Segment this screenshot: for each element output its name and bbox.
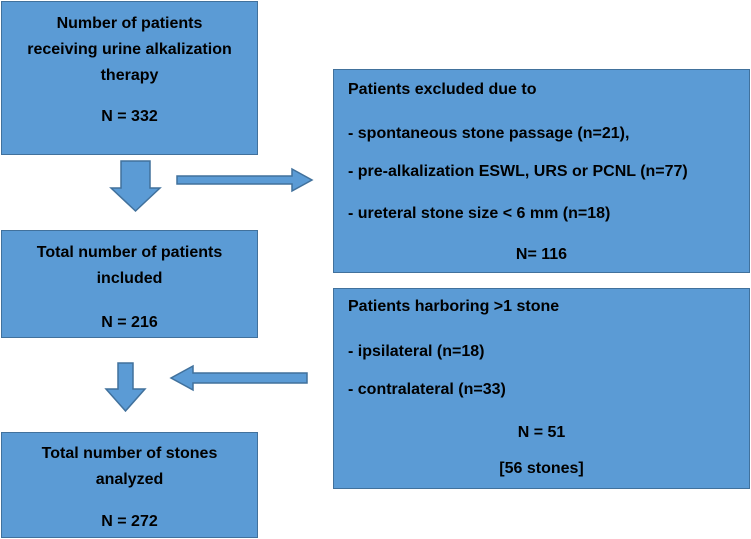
box-note: [56 stones]	[499, 460, 584, 477]
box-count: N = 272	[101, 513, 158, 530]
box-count: N = 216	[101, 314, 158, 331]
box-line: Total number of stones	[41, 445, 218, 462]
left-arrow-icon	[169, 364, 308, 392]
exclusion-item: - pre-alkalization ESWL, URS or PCNL (n=…	[348, 163, 688, 180]
box-patients-excluded: Patients excluded due to - spontaneous s…	[333, 69, 750, 273]
box-line: receiving urine alkalization	[27, 41, 232, 58]
down-arrow-icon	[104, 362, 147, 413]
exclusion-item: - ureteral stone size < 6 mm (n=18)	[348, 205, 611, 222]
down-arrow-icon	[109, 160, 162, 213]
box-title: Patients harboring >1 stone	[348, 298, 560, 315]
box-count: N = 332	[101, 108, 158, 125]
stone-item: - contralateral (n=33)	[348, 381, 506, 398]
box-count: N = 51	[517, 424, 566, 441]
box-line: analyzed	[95, 471, 164, 488]
box-patients-multiple-stones: Patients harboring >1 stone - ipsilatera…	[333, 288, 750, 489]
box-patients-receiving-therapy: Number of patients receiving urine alkal…	[1, 1, 258, 155]
box-line: Total number of patients	[36, 244, 223, 261]
stone-item: - ipsilateral (n=18)	[348, 343, 485, 360]
box-title: Patients excluded due to	[348, 81, 537, 98]
right-arrow-icon	[176, 167, 314, 193]
box-patients-included: Total number of patients included N = 21…	[1, 230, 258, 338]
exclusion-item: - spontaneous stone passage (n=21),	[348, 125, 630, 142]
box-line: Number of patients	[56, 15, 203, 32]
box-count: N= 116	[515, 246, 568, 263]
box-line: included	[96, 270, 163, 287]
box-line: therapy	[100, 67, 159, 84]
box-stones-analyzed: Total number of stones analyzed N = 272	[1, 432, 258, 538]
